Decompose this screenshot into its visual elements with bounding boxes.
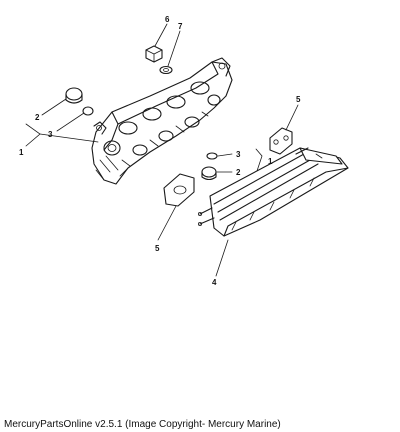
o-ring-part-3-right [206,152,218,160]
leader-5-top [285,104,299,131]
o-ring-part-3-left [82,106,94,116]
leader-3-left [56,112,85,132]
leader-2-left [41,98,67,116]
callout-1-right: 1 [268,157,273,166]
cooler-part-4 [197,147,349,237]
callout-5-bottom: 5 [155,244,160,253]
washer-part-7 [159,65,173,75]
bracket-1-left [25,123,41,147]
cap-part-2-left [65,87,83,104]
gasket-part-5-bottom [163,173,195,207]
callout-6: 6 [165,15,170,24]
callout-3-left: 3 [48,130,53,139]
leader-6 [154,23,168,47]
callout-4: 4 [212,278,217,287]
cap-part-2-right [201,166,217,181]
callout-5-top: 5 [296,95,301,104]
exploded-parts-diagram: 6 7 5 2 3 1 3 1 2 5 4 [19,15,349,287]
leader-5-bottom [157,205,177,241]
copyright-caption: MercuryPartsOnline v2.5.1 (Image Copyrig… [4,419,281,430]
gasket-part-5-top [269,127,293,155]
leader-7 [167,30,181,67]
callout-7: 7 [178,22,183,31]
fitting-part-6 [145,45,163,63]
callout-3-right: 3 [236,150,241,159]
callout-1-left: 1 [19,148,24,157]
callout-2-left: 2 [35,113,40,122]
callout-2-right: 2 [236,168,241,177]
leader-4 [215,239,229,277]
bracket-1-right [255,148,263,175]
leader-3-right [217,153,233,157]
leader-1-left [39,133,99,143]
exhaust-manifold [91,57,233,185]
